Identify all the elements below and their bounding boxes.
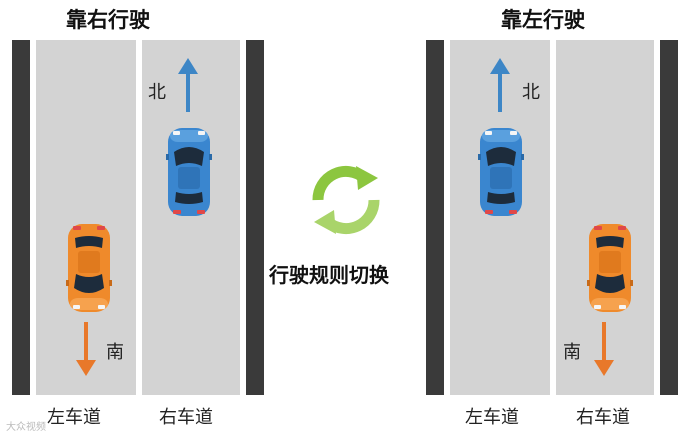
car-icon	[478, 126, 528, 218]
right-panel-title: 靠左行驶	[501, 4, 585, 34]
arrow-down-icon	[74, 320, 98, 378]
arrow-down-icon	[592, 320, 616, 378]
north-label: 北	[148, 78, 166, 104]
car-icon	[62, 222, 112, 314]
car-icon	[583, 222, 633, 314]
right-lane-label: 右车道	[576, 403, 630, 429]
south-label: 南	[106, 338, 124, 364]
right-road-outer-curb	[426, 40, 444, 395]
car-icon	[166, 126, 216, 218]
left-road-outer-curb	[12, 40, 30, 395]
south-label: 南	[563, 338, 581, 364]
left-lane-label: 左车道	[47, 403, 101, 429]
left-panel-title: 靠右行驶	[66, 4, 150, 34]
arrow-up-icon	[488, 56, 512, 114]
switch-caption: 行驶规则切换	[269, 259, 389, 288]
arrow-up-icon	[176, 56, 200, 114]
right-road-inner-curb	[660, 40, 678, 395]
left-lane-label: 左车道	[465, 403, 519, 429]
left-road-inner-curb	[246, 40, 264, 395]
watermark: 大众视频	[6, 418, 46, 433]
north-label: 北	[522, 78, 540, 104]
cycle-arrows-icon	[306, 160, 386, 240]
right-lane-label: 右车道	[159, 403, 213, 429]
